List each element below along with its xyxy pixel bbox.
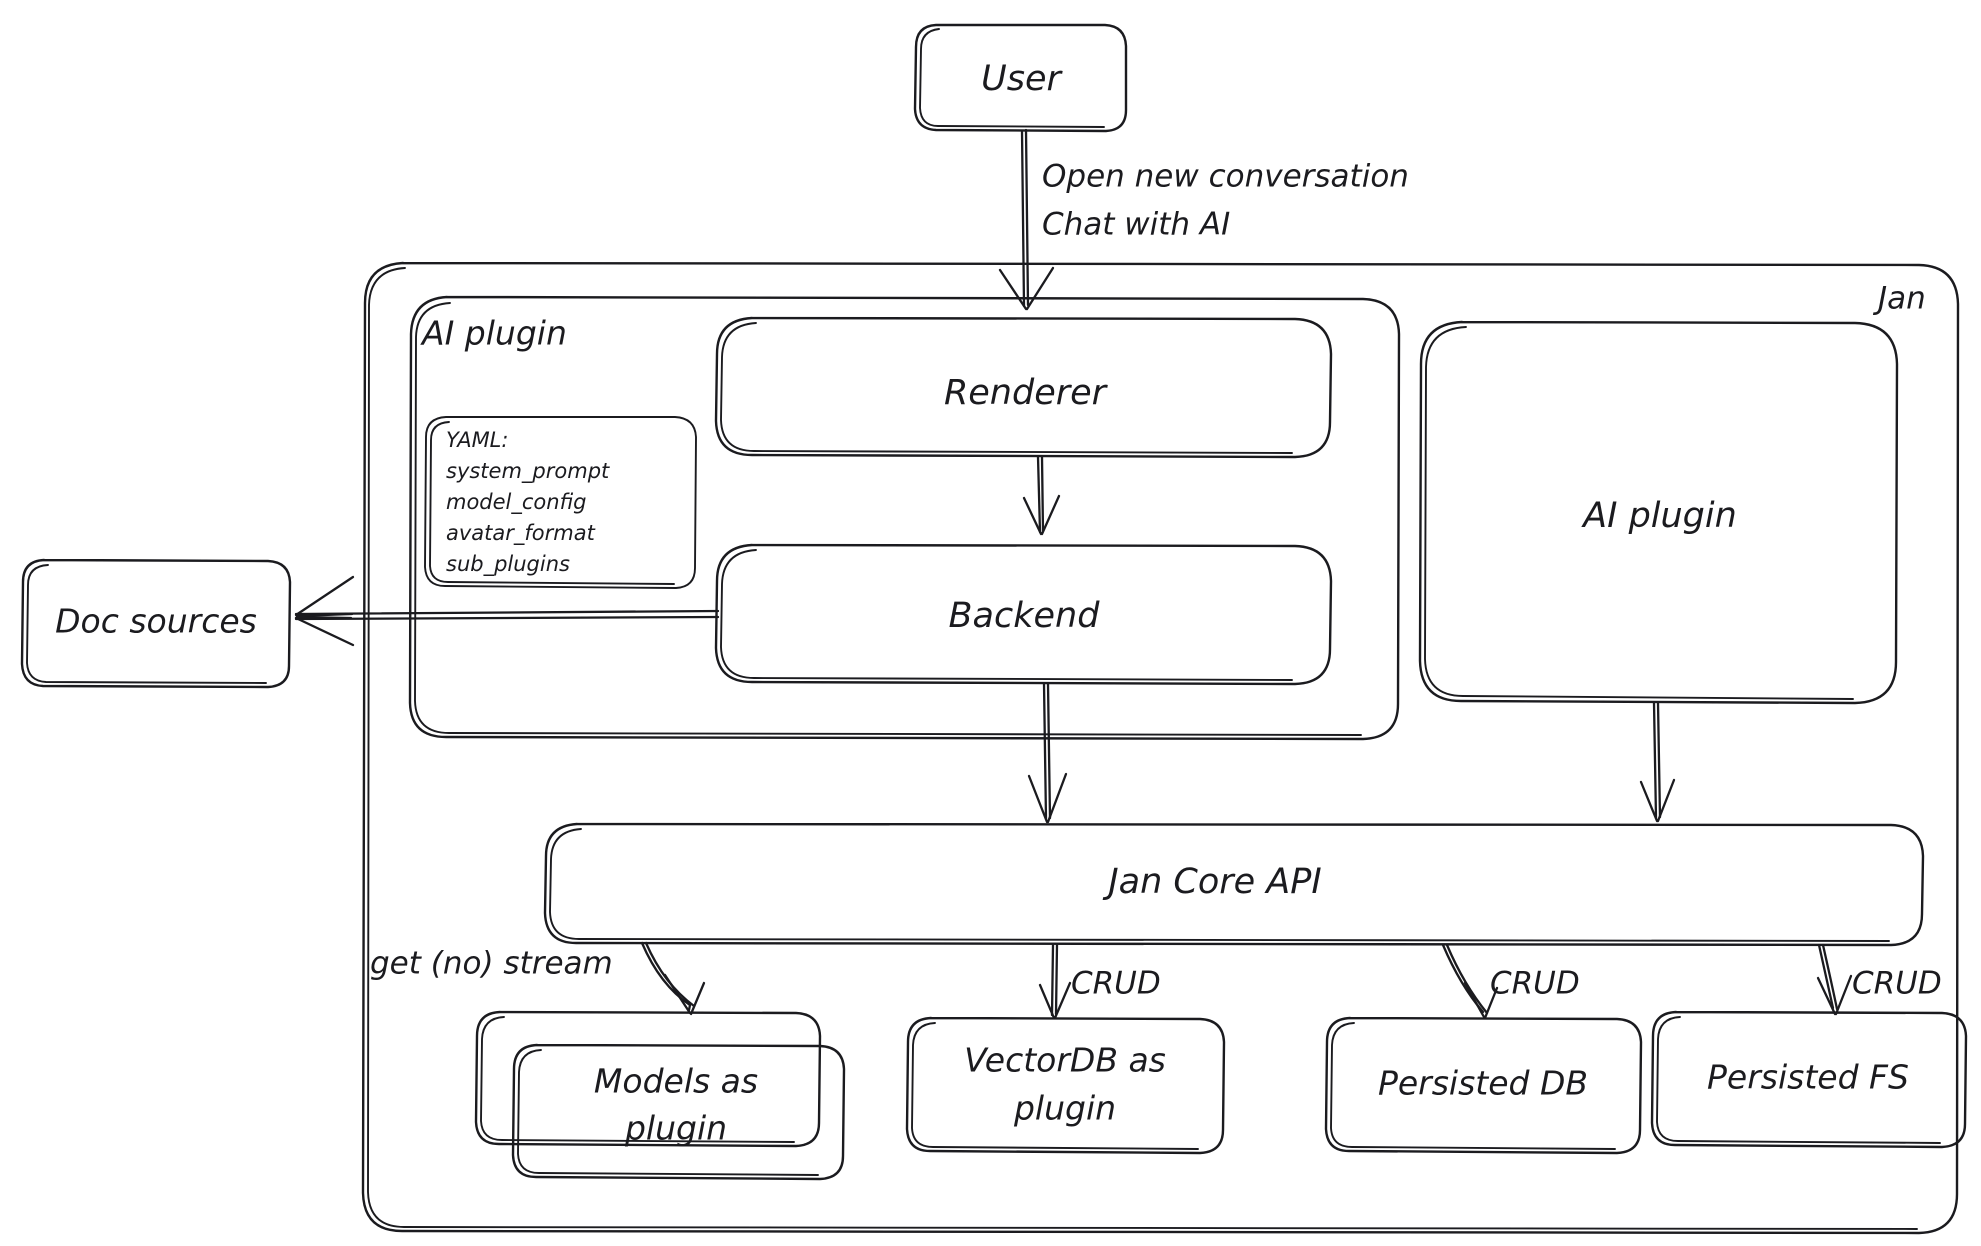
yaml-line-0: YAML: [446, 428, 508, 452]
node-yaml-card [424, 416, 697, 589]
edge-core-to-vectordb [1038, 943, 1072, 1020]
edge-backend-to-core [1027, 682, 1068, 824]
node-persisted-fs[interactable] [1650, 1010, 1968, 1149]
node-vectordb-plugin-label-line2: plugin [1013, 1089, 1116, 1128]
edge-user-to-renderer-label-line1: Open new conversation [1042, 159, 1409, 195]
node-persisted-fs-label: Persisted FS [1707, 1058, 1909, 1097]
container-jan [361, 261, 1960, 1235]
node-user[interactable] [913, 23, 1128, 133]
node-renderer-label: Renderer [944, 373, 1109, 413]
node-ai-plugin-box-label: AI plugin [1581, 496, 1737, 536]
edge-backend-to-doc-sources [294, 575, 720, 647]
node-jan-core-api[interactable] [543, 822, 1925, 947]
node-vectordb-plugin-label-line1: VectorDB as [964, 1041, 1166, 1080]
node-renderer[interactable] [714, 316, 1333, 459]
container-jan-label: Jan [1872, 281, 1926, 317]
node-user-label: User [981, 59, 1063, 99]
edge-user-to-renderer [998, 128, 1055, 311]
node-models-plugin[interactable] [474, 1010, 846, 1181]
node-backend-label: Backend [949, 596, 1101, 636]
node-doc-sources[interactable] [20, 558, 292, 689]
node-backend[interactable] [714, 543, 1333, 686]
yaml-line-1: system_prompt [446, 459, 610, 484]
edge-renderer-to-backend [1022, 455, 1061, 536]
edge-core-to-persisted-db [1441, 943, 1499, 1020]
node-doc-sources-label: Doc sources [55, 602, 257, 641]
edge-core-to-vectordb-label: CRUD [1071, 966, 1161, 1002]
container-ai-plugin-group [408, 295, 1401, 741]
edge-core-to-persisted-fs-label: CRUD [1852, 966, 1942, 1002]
node-ai-plugin-box[interactable] [1418, 320, 1899, 705]
node-models-plugin-label-line1: Models as [594, 1062, 758, 1101]
yaml-line-3: avatar_format [446, 521, 596, 546]
edge-core-to-persisted-fs [1816, 943, 1853, 1016]
edge-core-to-models-label: get (no) stream [370, 946, 613, 982]
node-jan-core-api-label: Jan Core API [1102, 862, 1321, 902]
node-persisted-db-label: Persisted DB [1378, 1064, 1588, 1103]
edge-core-to-models [640, 941, 706, 1016]
yaml-line-2: model_config [446, 490, 587, 515]
container-ai-plugin-group-label: AI plugin [420, 314, 567, 353]
node-vectordb-plugin[interactable] [905, 1016, 1226, 1155]
edge-user-to-renderer-label-line2: Chat with AI [1042, 207, 1230, 243]
edge-ai-plugin-to-core [1639, 701, 1676, 823]
edge-core-to-persisted-db-label: CRUD [1490, 966, 1580, 1002]
yaml-line-4: sub_plugins [446, 552, 570, 577]
node-persisted-db[interactable] [1324, 1016, 1643, 1155]
node-models-plugin-label-line2: plugin [624, 1109, 727, 1148]
